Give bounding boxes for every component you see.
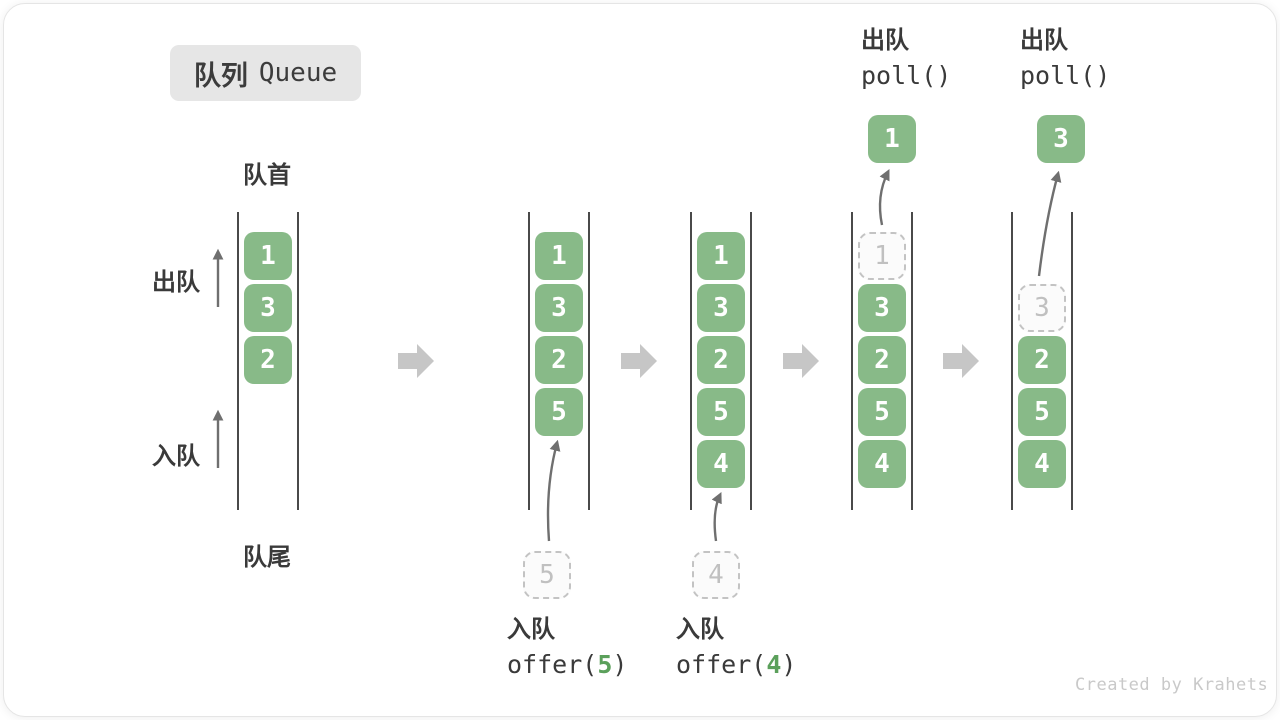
queue-item: 5 — [1018, 388, 1066, 436]
queue-item: 2 — [244, 336, 292, 384]
queue-item: 5 — [858, 388, 906, 436]
poll-label: 出队 — [1020, 27, 1068, 54]
diagram-card — [3, 3, 1277, 717]
watermark: Created by Krahets — [1075, 675, 1269, 695]
queue-channel-2 — [528, 212, 590, 510]
popped-item-3: 3 — [1037, 115, 1085, 163]
poll-second-operation: 出队 poll() — [1020, 28, 1110, 90]
queue-item: 2 — [858, 336, 906, 384]
queue-rear-label: 队尾 — [243, 544, 291, 571]
queue-item: 1 — [244, 232, 292, 280]
queue-item: 1 — [535, 232, 583, 280]
queue-item: 1 — [697, 232, 745, 280]
pending-item-4: 4 — [692, 551, 740, 599]
offer4-code: offer(4) — [676, 651, 796, 679]
queue-item: 2 — [1018, 336, 1066, 384]
queue-item: 5 — [535, 388, 583, 436]
offer5-code: offer(5) — [507, 651, 627, 679]
poll-code: poll() — [861, 61, 952, 90]
code-pre: offer( — [676, 650, 767, 679]
enqueue-side-label: 入队 — [152, 443, 200, 470]
popped-item-1: 1 — [868, 115, 916, 163]
code-post: ) — [612, 650, 628, 679]
enqueue5-operation: 入队 offer(5) — [507, 617, 627, 679]
queue-channel-5 — [1011, 212, 1073, 510]
queue-item: 4 — [697, 440, 745, 488]
poll-label: 出队 — [861, 27, 909, 54]
enqueue-label: 入队 — [676, 616, 724, 643]
code-post: ) — [781, 650, 797, 679]
queue-item: 3 — [244, 284, 292, 332]
queue-item: 3 — [858, 284, 906, 332]
queue-item: 2 — [535, 336, 583, 384]
code-arg: 5 — [597, 650, 613, 679]
pending-item-5: 5 — [523, 551, 571, 599]
queue-channel-1 — [237, 212, 299, 510]
dequeue-side-label: 出队 — [152, 269, 200, 296]
poll-first-operation: 出队 poll() — [861, 28, 951, 90]
queue-item: 5 — [697, 388, 745, 436]
removed-slot-1: 1 — [858, 232, 906, 280]
code-arg: 4 — [766, 650, 782, 679]
queue-item: 3 — [535, 284, 583, 332]
queue-item: 3 — [697, 284, 745, 332]
title-en: Queue — [258, 58, 338, 88]
title-badge: 队列 Queue — [170, 45, 361, 101]
enqueue-label: 入队 — [507, 616, 555, 643]
queue-channel-4 — [851, 212, 913, 510]
queue-item: 4 — [858, 440, 906, 488]
queue-item: 4 — [1018, 440, 1066, 488]
removed-slot-3: 3 — [1018, 284, 1066, 332]
enqueue4-operation: 入队 offer(4) — [676, 617, 796, 679]
poll-code: poll() — [1020, 61, 1111, 90]
queue-channel-3 — [690, 212, 752, 510]
queue-front-label: 队首 — [243, 162, 291, 189]
title-zh: 队列 — [193, 60, 248, 91]
code-pre: offer( — [507, 650, 598, 679]
queue-item: 2 — [697, 336, 745, 384]
